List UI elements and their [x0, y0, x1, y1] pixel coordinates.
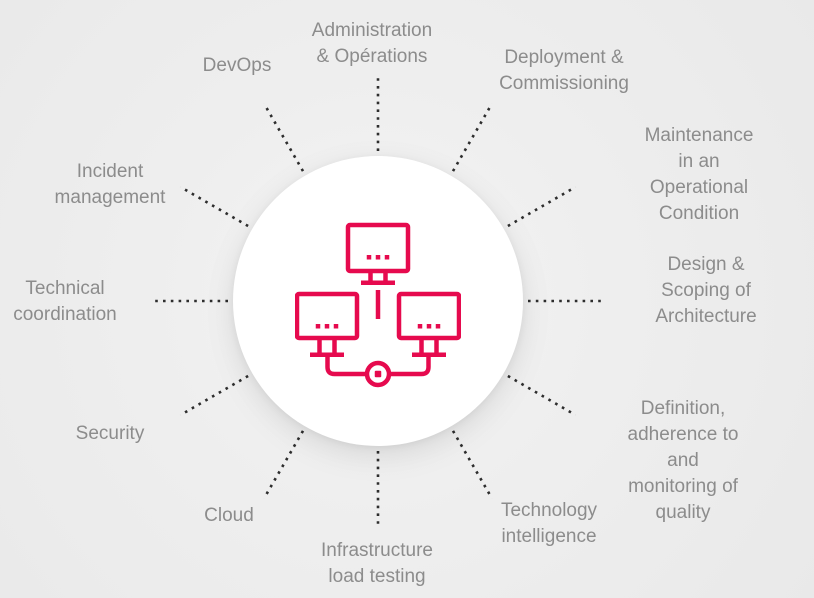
- label-deployment-commissioning: Deployment & Commissioning: [499, 47, 629, 94]
- label-infrastructure-load-testing: Infrastructure load testing: [321, 540, 433, 587]
- label-devops: DevOps: [202, 55, 272, 76]
- ray-devops: [262, 102, 305, 172]
- ray-maintenance-operational-condition: [507, 185, 577, 228]
- ray-cloud: [262, 430, 305, 500]
- ray-deployment-commissioning: [451, 102, 494, 172]
- ray-incident-management: [179, 185, 249, 228]
- label-technology-intelligence: Technology intelligence: [500, 500, 598, 547]
- label-maintenance-operational-condition: Maintenance in an Operational Condition: [644, 125, 754, 224]
- label-incident-management: Incident management: [54, 161, 166, 208]
- ray-security: [179, 374, 249, 417]
- label-administration-operations: Administration & Opérations: [311, 20, 433, 67]
- label-definition-quality: Definition, adherence to and monitoring …: [627, 398, 739, 523]
- label-security: Security: [75, 423, 145, 444]
- ray-technology-intelligence: [451, 430, 494, 500]
- label-cloud: Cloud: [204, 505, 254, 526]
- label-technical-coordination: Technical coordination: [13, 278, 117, 325]
- ray-definition-quality: [507, 374, 577, 417]
- networked-monitors-icon: [295, 222, 461, 388]
- label-design-scoping-architecture: Design & Scoping of Architecture: [655, 254, 757, 327]
